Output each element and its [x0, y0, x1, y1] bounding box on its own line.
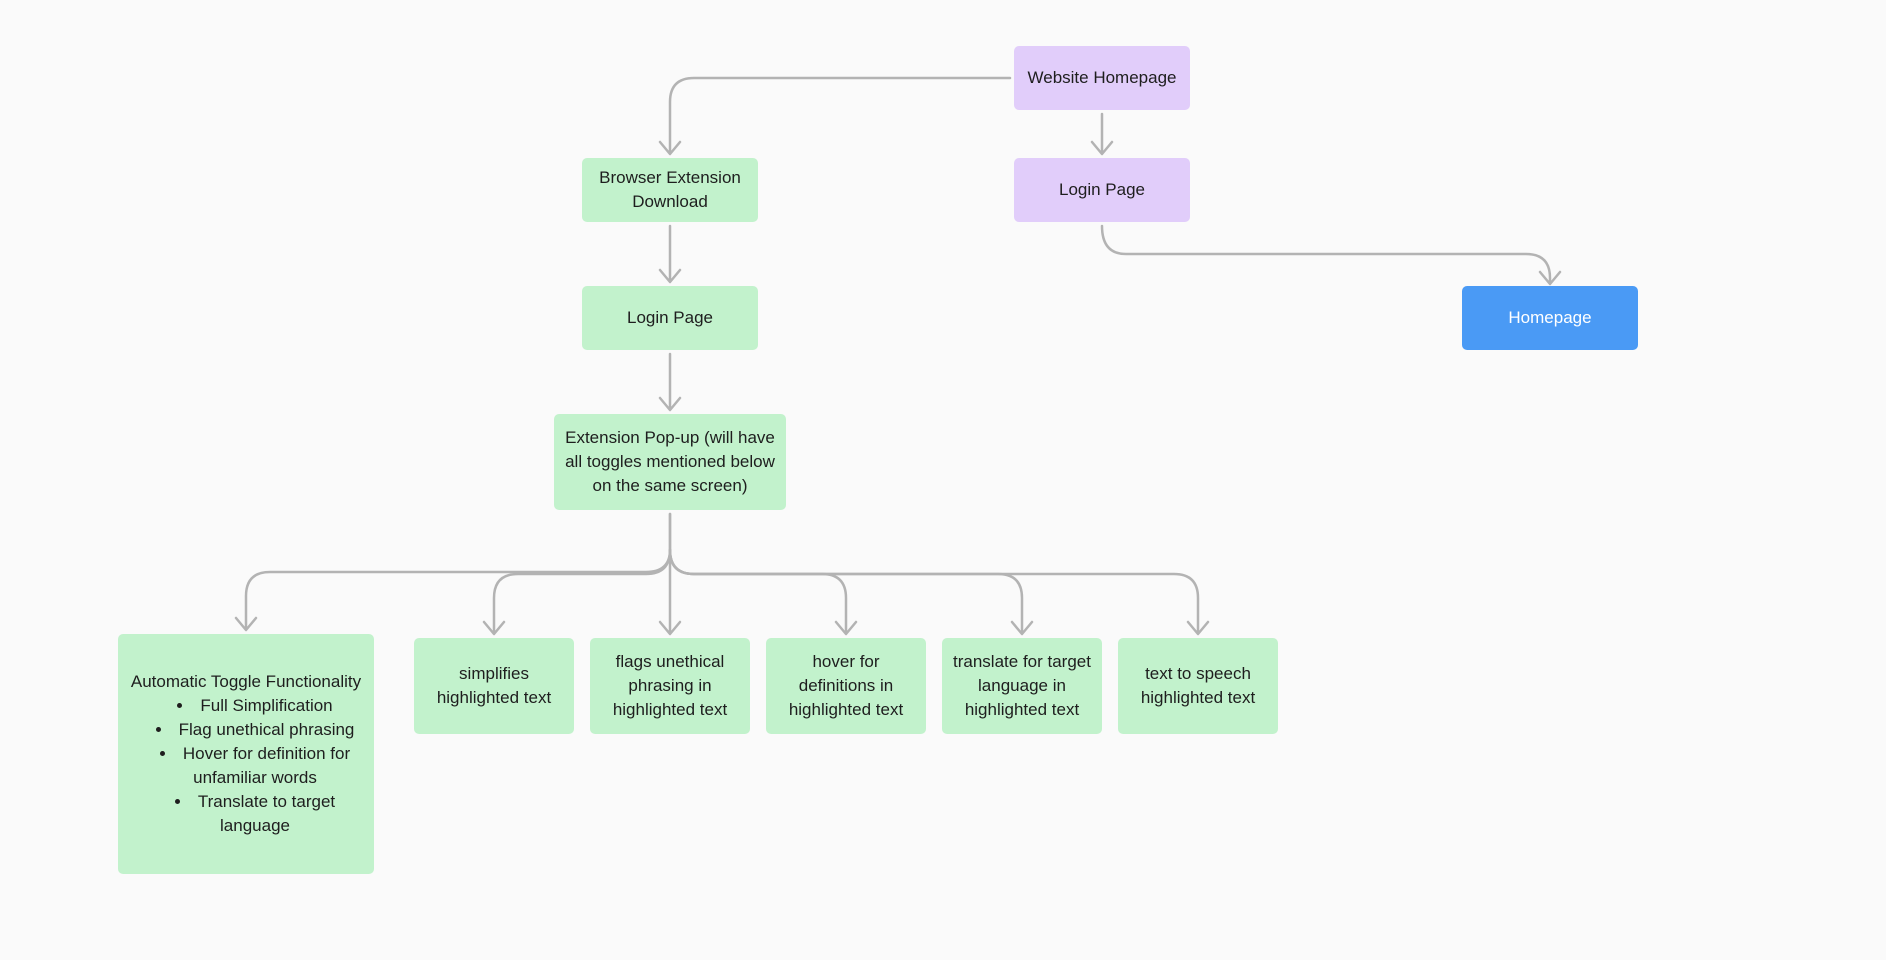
connector-login-to-popup	[658, 352, 682, 412]
simplifies-label: simplifies highlighted text	[436, 664, 552, 707]
connector-website-to-login	[1090, 112, 1114, 156]
login-page-website-label: Login Page	[1058, 180, 1146, 199]
translate-node: translate for target language in highlig…	[942, 638, 1102, 734]
connector-popup-to-text-to-speech	[668, 548, 1210, 636]
connector-extension-download-to-login	[658, 224, 682, 284]
connector-popup-to-flags	[658, 512, 682, 636]
flags-unethical-label: flags unethical phrasing in highlighted …	[612, 652, 728, 719]
automatic-toggle-title: Automatic Toggle Functionality	[130, 672, 362, 691]
feature-item-hover-definition: Hover for definition for unfamiliar word…	[146, 742, 364, 790]
extension-popup-label: Extension Pop-up (will have all toggles …	[565, 428, 775, 495]
homepage-node: Homepage	[1462, 286, 1638, 350]
connector-website-to-extension-download	[658, 76, 1012, 156]
flags-unethical-node: flags unethical phrasing in highlighted …	[590, 638, 750, 734]
extension-popup-node: Extension Pop-up (will have all toggles …	[554, 414, 786, 510]
connector-popup-to-automatic-toggle	[234, 512, 672, 632]
automatic-toggle-feature-list: Full Simplification Flag unethical phras…	[128, 694, 364, 838]
homepage-label: Homepage	[1508, 308, 1592, 327]
automatic-toggle-node: Automatic Toggle Functionality Full Simp…	[118, 634, 374, 874]
browser-extension-download-node: Browser Extension Download	[582, 158, 758, 222]
text-to-speech-label: text to speech highlighted text	[1140, 664, 1256, 707]
website-homepage-label: Website Homepage	[1027, 68, 1177, 87]
website-homepage-node: Website Homepage	[1014, 46, 1190, 110]
connector-popup-to-hover	[668, 548, 858, 636]
text-to-speech-node: text to speech highlighted text	[1118, 638, 1278, 734]
browser-extension-download-label: Browser Extension Download	[599, 168, 741, 211]
connector-popup-to-translate	[668, 548, 1034, 636]
hover-definitions-node: hover for definitions in highlighted tex…	[766, 638, 926, 734]
hover-definitions-label: hover for definitions in highlighted tex…	[788, 652, 904, 719]
feature-item-full-simplification: Full Simplification	[146, 694, 364, 718]
simplifies-node: simplifies highlighted text	[414, 638, 574, 734]
login-page-website-node: Login Page	[1014, 158, 1190, 222]
feature-item-translate: Translate to target language	[146, 790, 364, 838]
connector-login-to-homepage	[1100, 224, 1562, 286]
translate-label: translate for target language in highlig…	[953, 652, 1091, 719]
login-page-extension-node: Login Page	[582, 286, 758, 350]
feature-item-flag-unethical: Flag unethical phrasing	[146, 718, 364, 742]
connector-popup-to-simplifies	[482, 548, 672, 636]
login-page-extension-label: Login Page	[626, 308, 714, 327]
